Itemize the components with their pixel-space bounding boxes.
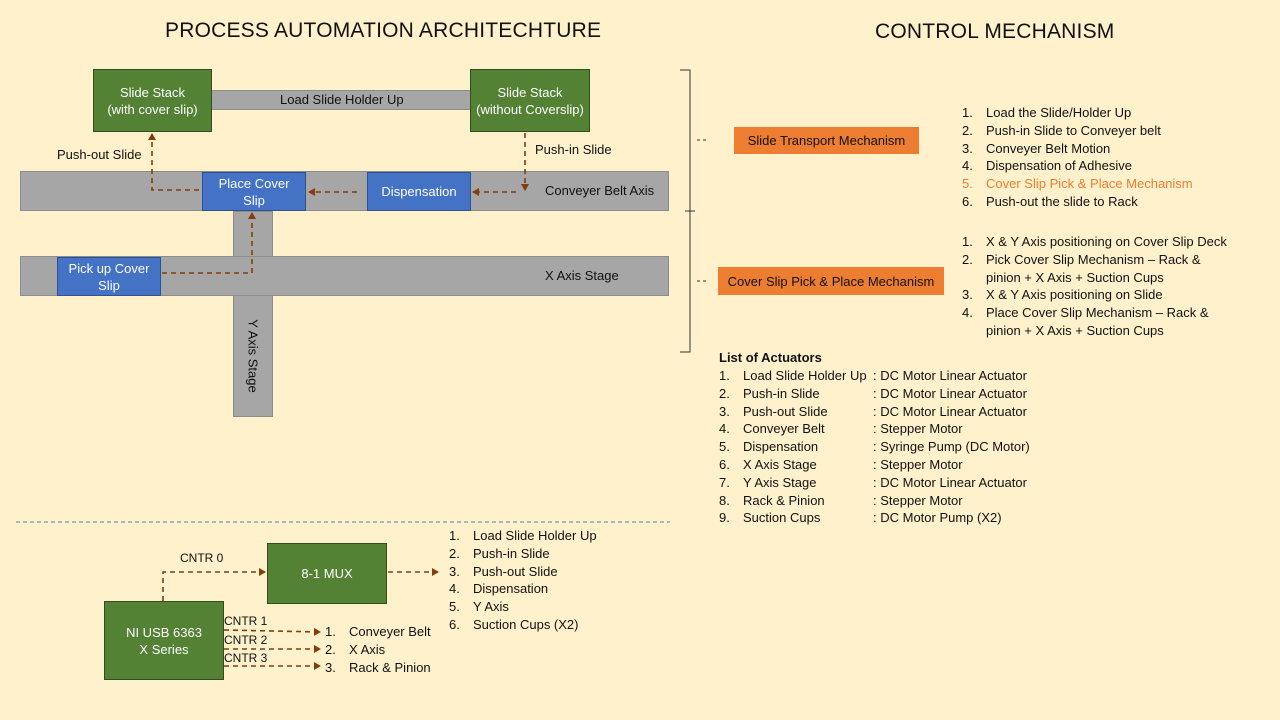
list-item: 5.Dispensation: Syringe Pump (DC Motor) — [719, 439, 1030, 455]
actuators-list: 1.Load Slide Holder Up: DC Motor Linear … — [719, 367, 1030, 527]
counter-output-list: 1.Conveyer Belt 2.X Axis 3.Rack & Pinion — [325, 623, 431, 676]
list-item: 2.Pick Cover Slip Mechanism – Rack & pin… — [962, 251, 1201, 285]
slide-stack-without-coverslip: Slide Stack (without Coverslip) — [470, 69, 590, 132]
cover-slip-steps: 1.X & Y Axis positioning on Cover Slip D… — [962, 233, 1227, 340]
x-axis-stage-label: X Axis Stage — [545, 268, 619, 283]
list-item: 8.Rack & Pinion: Stepper Motor — [719, 492, 963, 508]
list-item: 1.Load Slide Holder Up — [449, 528, 597, 543]
conveyer-belt-axis-bar — [20, 171, 669, 211]
ni-usb-6363-box: NI USB 6363 X Series — [104, 601, 224, 680]
list-item: 2.Push-in Slide: DC Motor Linear Actuato… — [719, 385, 1027, 401]
list-item: 1.Load Slide Holder Up: DC Motor Linear … — [719, 368, 1027, 383]
cover-slip-pick-place-label: Cover Slip Pick & Place Mechanism — [718, 267, 944, 295]
list-item: 3.X & Y Axis positioning on Slide — [962, 287, 1163, 303]
list-item: 1.Conveyer Belt — [325, 624, 431, 639]
list-item: 4.Place Cover Slip Mechanism – Rack & pi… — [962, 305, 1209, 338]
slide-stack-with-cover-slip: Slide Stack (with cover slip) — [93, 69, 212, 132]
slide-transport-steps: 1.Load the Slide/Holder Up 2.Push-in Sli… — [962, 104, 1193, 211]
list-item-highlighted: 5.Cover Slip Pick & Place Mechanism — [962, 176, 1193, 192]
list-item: 6.Suction Cups (X2) — [449, 616, 579, 632]
list-item: 5.Y Axis — [449, 599, 509, 615]
list-item: 3.Push-out Slide: DC Motor Linear Actuat… — [719, 403, 1027, 419]
load-slide-holder-up-label: Load Slide Holder Up — [280, 92, 404, 107]
list-item: 2.Push-in Slide to Conveyer belt — [962, 122, 1161, 138]
list-item: 4.Dispensation of Adhesive — [962, 158, 1132, 174]
conveyer-belt-axis-label: Conveyer Belt Axis — [545, 183, 655, 198]
pick-up-cover-slip-box: Pick up Cover Slip — [57, 257, 161, 296]
architecture-title: PROCESS AUTOMATION ARCHITECHTURE — [165, 19, 602, 42]
cntr3-label: CNTR 3 — [224, 651, 268, 665]
actuators-heading: List of Actuators — [719, 350, 822, 365]
slide-transport-mechanism-label: Slide Transport Mechanism — [734, 127, 919, 154]
place-cover-slip-box: Place Cover Slip — [202, 172, 306, 211]
list-item: 4.Conveyer Belt: Stepper Motor — [719, 421, 963, 437]
list-item: 9.Suction Cups: DC Motor Pump (X2) — [719, 510, 1002, 526]
push-in-slide-label: Push-in Slide — [535, 142, 612, 157]
list-item: 3.Push-out Slide — [449, 563, 558, 579]
control-mechanism-title: CONTROL MECHANISM — [875, 20, 1115, 43]
y-axis-stage-bar — [233, 295, 273, 417]
cntr2-label: CNTR 2 — [224, 633, 268, 647]
list-item: 1.X & Y Axis positioning on Cover Slip D… — [962, 234, 1227, 249]
list-item: 1.Load the Slide/Holder Up — [962, 105, 1132, 120]
mux-output-list: 1.Load Slide Holder Up 2.Push-in Slide 3… — [449, 527, 597, 634]
list-item: 3.Rack & Pinion — [325, 659, 431, 675]
list-item: 4.Dispensation — [449, 581, 549, 597]
list-item: 6.Push-out the slide to Rack — [962, 193, 1138, 209]
list-item: 6.X Axis Stage: Stepper Motor — [719, 456, 963, 472]
push-out-slide-label: Push-out Slide — [57, 147, 142, 162]
list-item: 2.X Axis — [325, 641, 386, 657]
cntr1-label: CNTR 1 — [224, 614, 268, 628]
list-item: 7.Y Axis Stage: DC Motor Linear Actuator — [719, 474, 1027, 490]
dispensation-box: Dispensation — [367, 172, 471, 211]
list-item: 2.Push-in Slide — [449, 545, 550, 561]
mux-box: 8-1 MUX — [267, 543, 387, 604]
list-item: 3.Conveyer Belt Motion — [962, 140, 1111, 156]
cntr0-label: CNTR 0 — [180, 551, 224, 565]
